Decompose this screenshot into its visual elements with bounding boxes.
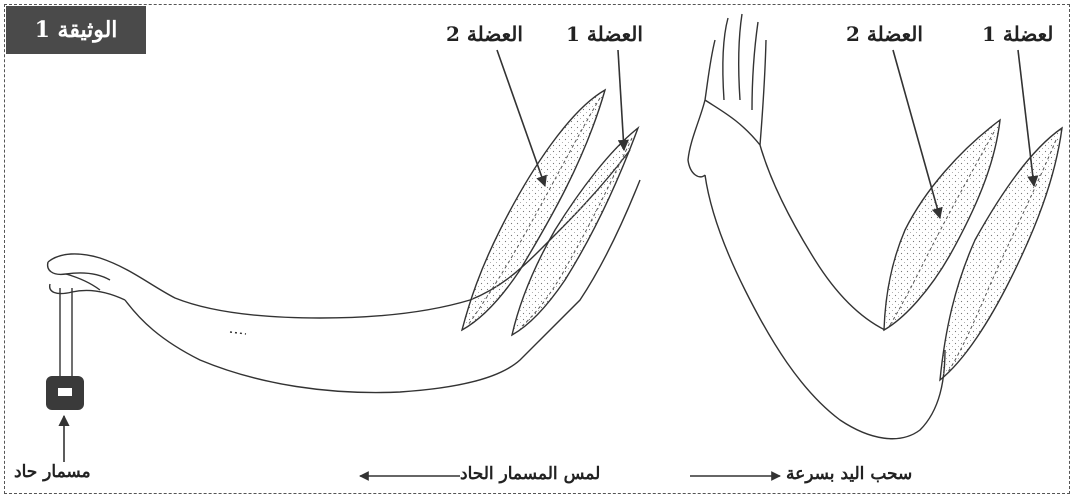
left-muscle-1-label: العضلة 1	[566, 22, 643, 46]
arrow-right-muscle-2	[893, 50, 940, 218]
step-2-label: سحب اليد بسرعة	[786, 464, 912, 484]
right-muscle-1-label: لعضلة 1	[982, 22, 1053, 46]
step-1-label: لمس المسمار الحاد	[460, 464, 600, 484]
nail-label: مسمار حاد	[14, 462, 91, 482]
sharp-nail-icon	[46, 288, 84, 410]
arrow-left-muscle-1	[618, 50, 624, 150]
right-muscle-2-label: العضلة 2	[846, 22, 923, 46]
arrow-left-muscle-2	[497, 50, 545, 186]
left-muscle-2-label: العضلة 2	[446, 22, 523, 46]
